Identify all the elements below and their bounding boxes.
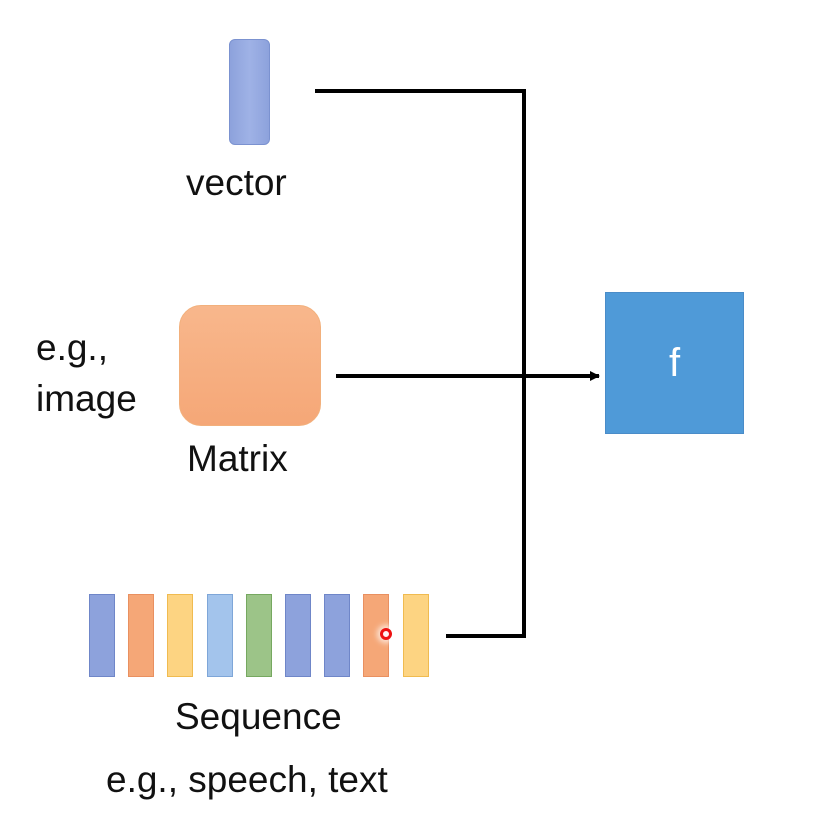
sequence-item	[324, 594, 350, 677]
vector-label: vector	[186, 162, 287, 203]
sequence-item	[403, 594, 429, 677]
vector-connector	[315, 89, 526, 638]
function-box: f	[605, 292, 744, 434]
sequence-item	[89, 594, 115, 677]
cursor-indicator	[380, 628, 392, 640]
matrix-label: Matrix	[187, 438, 288, 479]
matrix-example-line1: e.g.,	[36, 327, 108, 368]
sequence-item	[207, 594, 233, 677]
sequence-label: Sequence	[175, 696, 342, 737]
function-label: f	[668, 340, 681, 385]
vector-shape	[229, 39, 270, 145]
sequence-item	[285, 594, 311, 677]
sequence-item	[128, 594, 154, 677]
sequence-item	[246, 594, 272, 677]
sequence-item	[167, 594, 193, 677]
matrix-shape	[179, 305, 321, 426]
sequence-example: e.g., speech, text	[106, 759, 388, 800]
matrix-example-line2: image	[36, 378, 137, 419]
